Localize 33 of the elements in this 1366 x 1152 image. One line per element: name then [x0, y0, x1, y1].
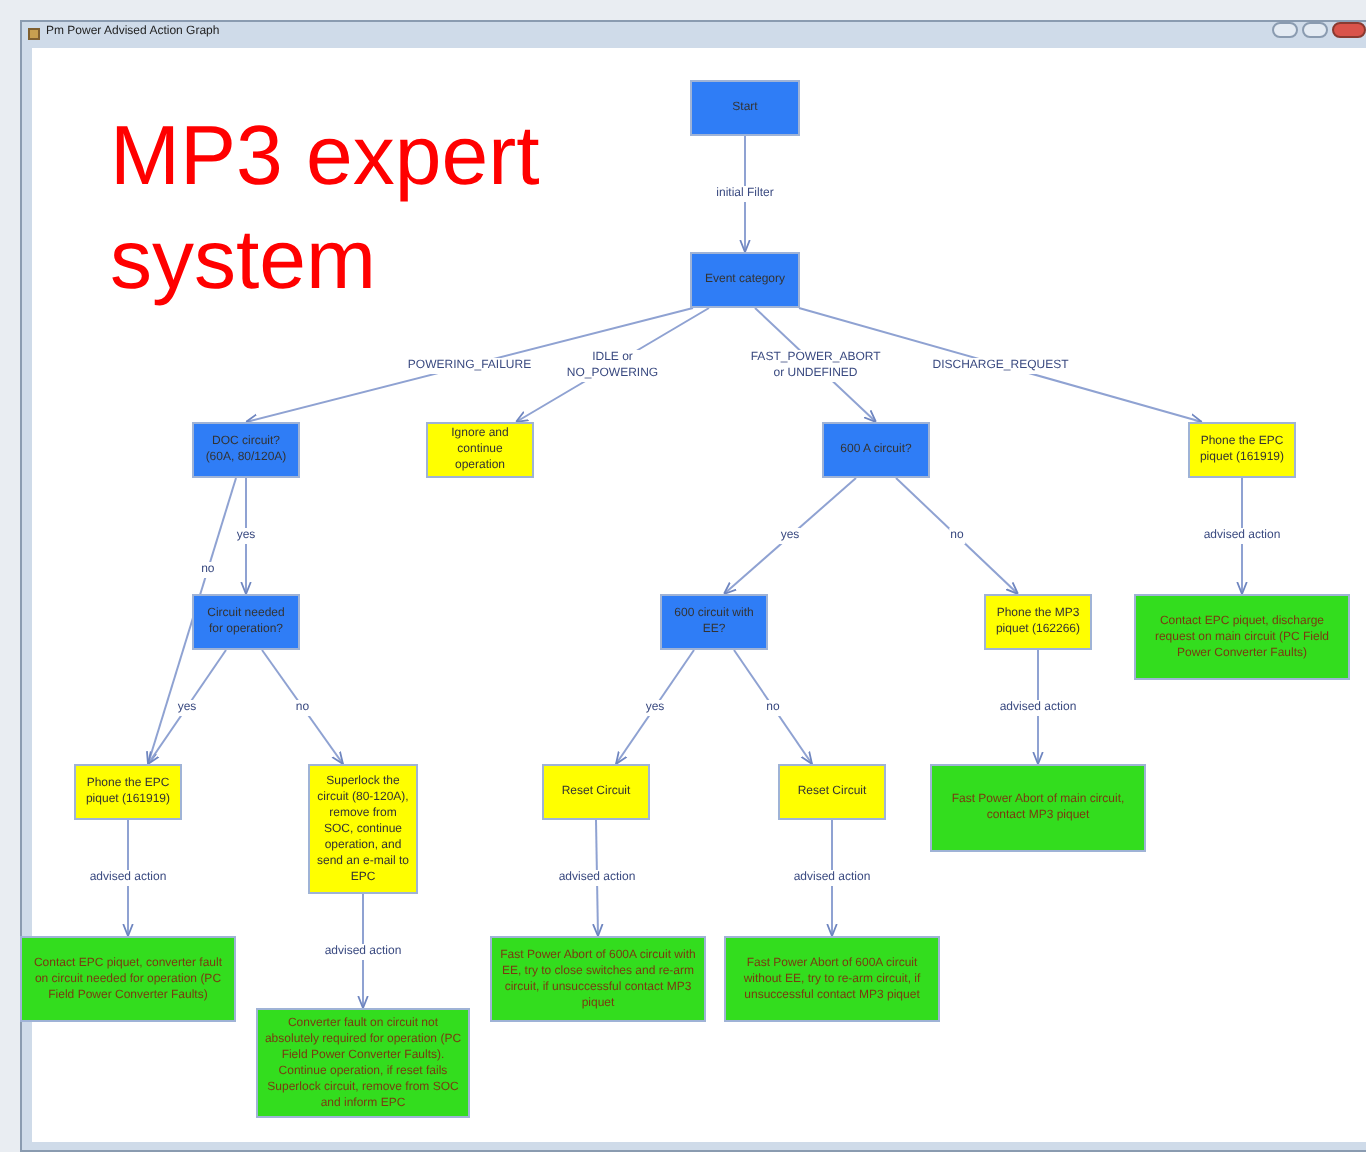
arrow: [240, 477, 252, 595]
decision-box: [192, 594, 300, 650]
decision-box: [192, 422, 300, 478]
arrow: [826, 819, 838, 937]
arrow: [147, 649, 227, 765]
arrow: [122, 819, 134, 937]
action-box: [984, 594, 1092, 650]
arrow: [895, 477, 1019, 595]
arrow: [733, 649, 813, 765]
advice-box: [724, 936, 940, 1022]
diagram-title: MP3 expert system: [110, 106, 542, 310]
decision-box: [822, 422, 930, 478]
advice-box: [20, 936, 236, 1022]
decision-box: [690, 252, 800, 308]
decision-box: [690, 80, 800, 136]
arrow: [592, 819, 604, 937]
arrow: [1032, 649, 1044, 765]
arrow: [261, 649, 344, 765]
decision-box: [660, 594, 768, 650]
action-box: [542, 764, 650, 820]
arrow: [357, 893, 369, 1009]
action-box: [778, 764, 886, 820]
action-box: [1188, 422, 1296, 478]
arrow: [723, 477, 857, 595]
arrow: [615, 649, 695, 765]
action-box: [426, 422, 534, 478]
arrow: [1236, 477, 1248, 595]
advice-box: [490, 936, 706, 1022]
action-box: [74, 764, 182, 820]
arrow: [739, 135, 751, 253]
arrow: [146, 477, 237, 765]
advice-box: [1134, 594, 1350, 680]
advice-box: [930, 764, 1146, 852]
